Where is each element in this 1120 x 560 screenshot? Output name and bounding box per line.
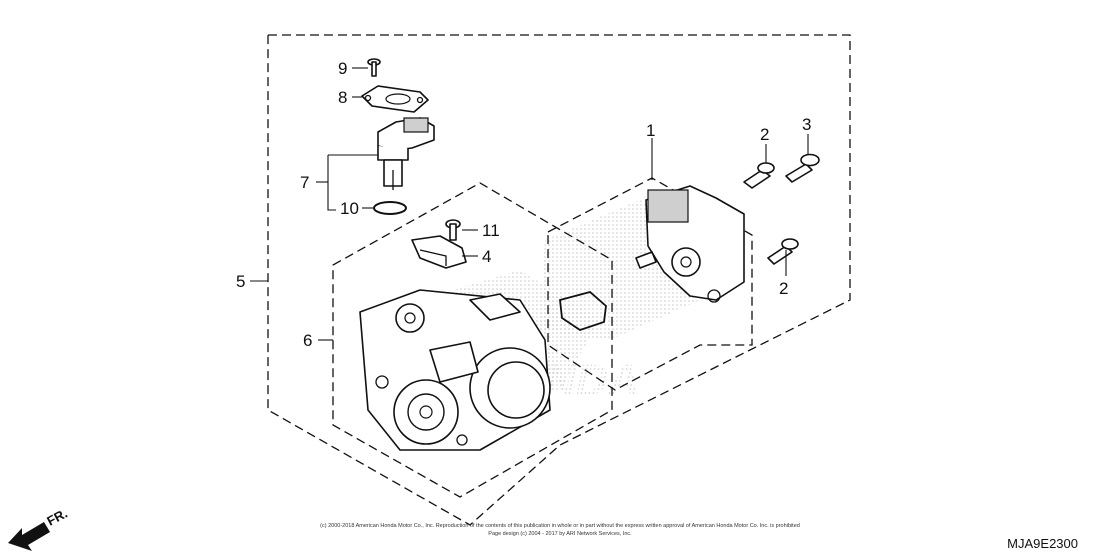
sensor-7[interactable] [377,117,435,190]
copyright-line-2: Page design (c) 2004 - 2017 by ARI Netwo… [488,531,632,537]
diagram-code: MJA9E2300 [1007,536,1078,551]
callout-9[interactable]: 9 [338,59,347,78]
callout-1[interactable]: 1 [646,121,655,140]
copyright-line-1: (c) 2000-2018 American Honda Motor Co., … [320,523,800,529]
bracket-4[interactable] [411,235,467,269]
callout-4[interactable]: 4 [482,247,491,266]
callout-6[interactable]: 6 [303,331,312,350]
callout-5[interactable]: 5 [236,272,245,291]
screw-9[interactable] [367,58,381,77]
callout-11[interactable]: 11 [482,221,500,240]
front-label: FR. [44,506,70,529]
callout-7[interactable]: 7 [300,173,309,192]
throttle-body-boundary-6 [332,182,613,498]
callout-3[interactable]: 3 [802,115,811,134]
leader-lines [250,67,809,341]
screw-11[interactable] [445,219,461,241]
sensor-unit-1[interactable] [635,185,745,303]
screw-2-lower[interactable] [767,238,799,265]
callout-2-lower[interactable]: 2 [779,279,788,298]
throttle-body-6[interactable] [359,289,551,451]
screw-2-upper[interactable] [743,162,775,189]
assembly-boundary-5 [267,34,851,526]
gasket-plate-8[interactable] [361,85,429,113]
callout-8[interactable]: 8 [338,88,347,107]
callout-2-upper[interactable]: 2 [760,125,769,144]
bolt-3[interactable] [785,153,820,183]
sensor-unit-boundary-1 [547,177,753,391]
front-direction-indicator: FR. [8,506,70,551]
front-arrow-icon [8,522,50,551]
callout-10[interactable]: 10 [340,199,359,218]
gasket-seal[interactable] [559,291,607,331]
o-ring-10[interactable] [373,201,407,215]
